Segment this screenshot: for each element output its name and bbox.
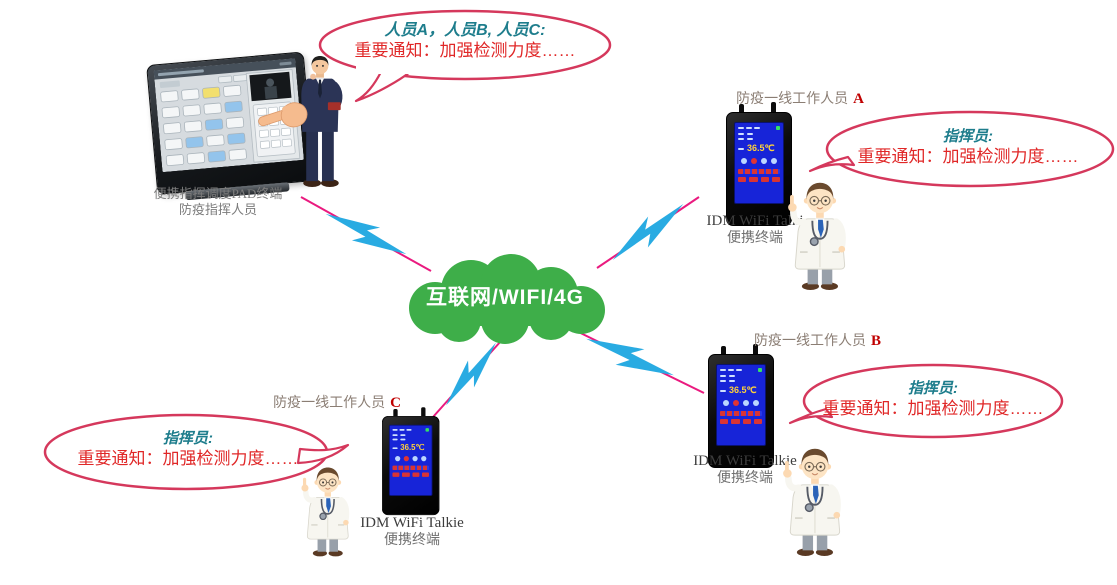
antenna-icon xyxy=(421,407,426,416)
device-body: 36.5℃ xyxy=(726,112,792,226)
speech-bubble-c: 指挥员: 重要通知：加强检测力度…… xyxy=(42,411,350,499)
station-a-role-label: 防疫一线工作人员 A xyxy=(725,88,875,108)
temperature-readout: 36.5℃ xyxy=(392,443,429,452)
lightning-bolt-icon xyxy=(603,195,693,269)
antenna-icon xyxy=(753,344,758,354)
antenna-icon xyxy=(393,409,398,416)
station-letter: A xyxy=(853,91,864,107)
cloud-label: 互联网/WIFI/4G xyxy=(426,286,584,309)
role-text: 防疫一线工作人员 xyxy=(273,396,386,411)
pad-person-label: 防疫指挥人员 xyxy=(178,202,257,217)
device-body: 36.5℃ xyxy=(382,416,440,516)
bubble-message: 重要通知：加强检测力度…… xyxy=(77,449,299,468)
station-c-role-label: 防疫一线工作人员 C xyxy=(262,392,412,412)
bubble-message: 重要通知：加强检测力度…… xyxy=(354,41,576,60)
device-name: IDM WiFi Talki xyxy=(706,213,804,229)
device-screen: 36.5℃ xyxy=(734,122,784,204)
temperature-readout: 36.5℃ xyxy=(738,144,780,153)
device-type: 便携终端 xyxy=(717,471,773,486)
status-led xyxy=(425,428,429,432)
status-led xyxy=(776,126,780,130)
doctor-figure-b xyxy=(776,440,852,560)
internet-cloud: 互联网/WIFI/4G xyxy=(393,250,617,344)
antenna-icon xyxy=(739,104,744,112)
bubble-speaker: 指挥员: xyxy=(163,430,213,447)
station-letter: B xyxy=(870,333,881,349)
speech-bubble-a: 指挥员: 重要通知：加强检测力度…… xyxy=(808,107,1116,199)
device-body: 36.5℃ xyxy=(708,354,774,468)
role-text: 防疫一线工作人员 xyxy=(753,334,866,349)
bubble-speaker: 指挥员: xyxy=(943,128,993,145)
status-led xyxy=(758,368,762,372)
device-screen: 36.5℃ xyxy=(388,424,433,497)
device-name: IDM WiFi Talkie xyxy=(693,453,797,469)
device-label-c: IDM WiFi Talkie 便携终端 xyxy=(352,514,472,550)
bubble-message: 重要通知：加强检测力度…… xyxy=(857,147,1079,166)
device-type: 便携终端 xyxy=(384,533,440,548)
pad-device-label: 便携指挥调度PAD终端 xyxy=(153,186,283,201)
speech-bubble-pad: 人员A，人员B, 人员C: 重要通知：加强检测力度…… xyxy=(316,6,614,106)
bubble-message: 重要通知：加强检测力度…… xyxy=(822,399,1044,418)
device-label-a: IDM WiFi Talki 便携终端 xyxy=(692,212,818,248)
station-b-role-label: 防疫一线工作人员 B xyxy=(740,330,895,350)
bubble-speaker: 人员A，人员B, 人员C: xyxy=(384,22,546,39)
wifi-talkie-device-a: 36.5℃ xyxy=(726,102,792,226)
device-label-b: IDM WiFi Talkie 便携终端 xyxy=(682,452,808,488)
temperature-readout: 36.5℃ xyxy=(720,386,762,395)
device-name: IDM WiFi Talkie xyxy=(360,515,464,531)
wifi-talkie-device-b: 36.5℃ xyxy=(708,344,774,468)
speech-bubble-b: 指挥员: 重要通知：加强检测力度…… xyxy=(788,361,1066,447)
pad-station-labels: 便携指挥调度PAD终端 防疫指挥人员 xyxy=(120,186,316,218)
wifi-talkie-device-c: 36.5℃ xyxy=(382,407,440,516)
role-text: 防疫一线工作人员 xyxy=(736,92,849,107)
antenna-icon xyxy=(771,102,776,112)
bubble-speaker: 指挥员: xyxy=(908,380,958,397)
device-screen: 36.5℃ xyxy=(716,364,766,446)
pointing-hand-icon xyxy=(258,102,308,128)
device-type: 便携终端 xyxy=(727,231,783,246)
cloud-icon xyxy=(409,254,605,344)
antenna-icon xyxy=(721,346,726,354)
station-letter: C xyxy=(390,395,401,411)
